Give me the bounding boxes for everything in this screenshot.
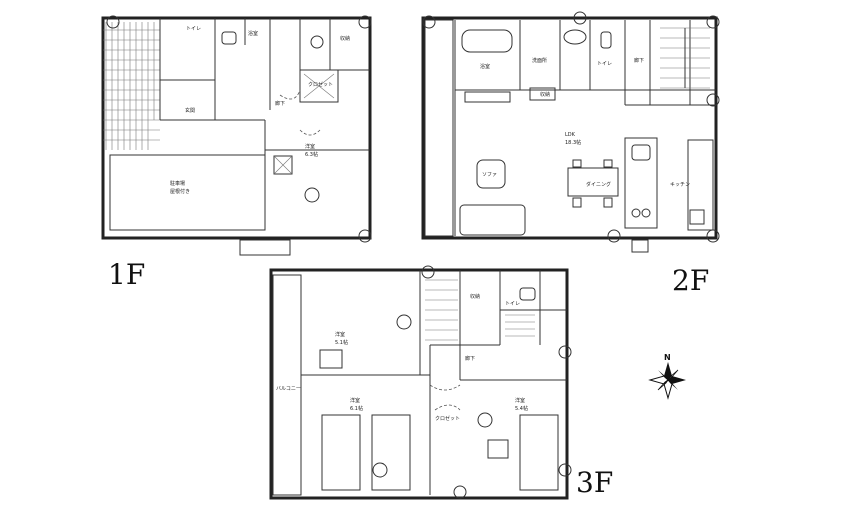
floor1-smoke-detector-icon xyxy=(304,187,320,203)
floor3-closet-label: クロゼット xyxy=(435,415,460,422)
compass-rose-icon: N xyxy=(648,353,686,400)
floor2-dining-table xyxy=(567,167,619,197)
floor1-outer-wall xyxy=(101,16,372,240)
floor1-parking-label: 駐車場 xyxy=(170,180,185,187)
floor2-sofa-table xyxy=(476,159,506,189)
floor2-outdoor-unit xyxy=(631,239,649,253)
floor2-balcony xyxy=(424,19,454,237)
floor2-counter xyxy=(464,91,511,103)
floor3-room-b-size: 6.1帖 xyxy=(350,405,363,412)
floor3-smoke-detector-icon-3 xyxy=(372,462,388,478)
floor2-sofa xyxy=(459,204,526,236)
floor2-stairs xyxy=(660,27,710,89)
floor3-hall-label: 廊下 xyxy=(465,355,475,362)
floor3-toilet-label: トイレ xyxy=(505,301,520,307)
floor2-hall-label: 廊下 xyxy=(634,57,644,64)
floor2-toilet-fixture xyxy=(600,31,612,49)
floor1-parking xyxy=(109,154,266,231)
floor2-kitchen-counter xyxy=(624,137,658,229)
floor2-bathtub xyxy=(461,29,513,53)
floor1-toilet-label: トイレ xyxy=(186,26,201,32)
floor3-outer-wall xyxy=(269,268,569,500)
floor3-plan: 洋室 5.1帖 洋室 6.1帖 洋室 5.4帖 クロゼット 廊下 トイレ 収納 … xyxy=(269,265,572,500)
floor2-chair-1 xyxy=(572,159,582,168)
floor3-bed-1 xyxy=(321,414,361,491)
floor2-sofa-label: ソファ xyxy=(482,172,497,178)
floor1-closet-label: クロゼット xyxy=(308,81,333,88)
floor3-balcony-label: バルコニー xyxy=(276,386,301,392)
floor1-column-marker-icon xyxy=(106,15,120,29)
floor-label-1f: 1F xyxy=(108,258,145,291)
floor2-storage-box xyxy=(529,87,556,101)
floor1-storage-label: 収納 xyxy=(340,35,350,42)
floor2-chair-3 xyxy=(572,197,582,208)
floor2-chair-4 xyxy=(603,197,613,208)
floor3-smoke-detector-icon-2 xyxy=(477,412,493,428)
compass-north-label: N xyxy=(664,353,671,362)
floor2-stove-icon-2 xyxy=(641,208,651,218)
floor2-stove-icon xyxy=(631,208,641,218)
floor3-chair xyxy=(487,439,509,459)
floor2-chair-2 xyxy=(603,159,613,168)
floor2-column-marker-icon-6 xyxy=(573,11,587,25)
floor3-balcony xyxy=(272,274,302,496)
floor2-toilet-label: トイレ xyxy=(597,61,612,67)
floor2-bath-label: 浴室 xyxy=(480,63,490,70)
floor1-hall-label: 廊下 xyxy=(275,100,285,107)
floor2-ldk-size: 18.3帖 xyxy=(565,139,581,146)
floor3-room-c-label: 洋室 xyxy=(515,397,525,404)
floor3-bed-2 xyxy=(371,414,411,491)
floor3-desk xyxy=(319,349,343,369)
floor3-room-a-size: 5.1帖 xyxy=(335,339,348,346)
floor1-entrance-label: 玄関 xyxy=(185,107,195,114)
floor3-room-b-label: 洋室 xyxy=(350,397,360,404)
floor1-column-marker-icon-2 xyxy=(358,15,372,29)
floor1-garage-note: 屋根付き xyxy=(170,188,190,195)
floor2-washroom-label: 洗面所 xyxy=(532,57,547,64)
floor2-column-marker-icon xyxy=(422,15,436,29)
floor1-entry-step xyxy=(239,239,291,256)
floor3-room-c-size: 5.4帖 xyxy=(515,405,528,412)
floor1-column-marker-icon-3 xyxy=(358,229,372,243)
floor2-cupboard xyxy=(687,139,714,231)
floor3-toilet-fixture xyxy=(519,287,536,301)
floor1-plan: 駐車場 屋根付き 浴室 トイレ 収納 玄関 クロゼット 廊下 洋室 6.3帖 xyxy=(101,15,372,256)
floor3-smoke-detector-icon xyxy=(396,314,412,330)
floor1-smoke-detector-icon-2 xyxy=(310,35,324,49)
floor1-toilet-fixture xyxy=(221,31,237,45)
floor3-room-a-label: 洋室 xyxy=(335,331,345,338)
floor3-storage-label: 収納 xyxy=(470,293,480,300)
floor2-ldk-label: LDK xyxy=(565,132,576,138)
floor1-room-label: 洋室 xyxy=(305,143,315,150)
floor3-stairs xyxy=(425,279,535,341)
floor1-room-size: 6.3帖 xyxy=(305,151,318,158)
floor-label-2f: 2F xyxy=(672,264,709,297)
floor2-column-marker-icon-4 xyxy=(706,229,720,243)
floor2-column-marker-icon-3 xyxy=(706,93,720,107)
floor2-sink xyxy=(563,29,587,45)
floor1-parking-hatch xyxy=(103,22,160,150)
floor3-column-marker-icon-2 xyxy=(453,485,467,499)
floor2-kitchen-label: キッチン xyxy=(670,182,690,188)
floor1-stair-block xyxy=(299,69,339,103)
floor2-column-marker-icon-2 xyxy=(706,15,720,29)
floor2-dining-label: ダイニング xyxy=(586,181,611,188)
floor2-storage-label: 収納 xyxy=(540,91,550,98)
floor3-column-marker-icon-3 xyxy=(558,345,572,359)
floor2-outer-wall xyxy=(421,16,718,240)
floor-label-3f: 3F xyxy=(576,466,613,499)
floor2-plan: 浴室 洗面所 トイレ LDK 18.3帖 ソファ ダイニング キッチン 廊下 収… xyxy=(421,11,720,253)
floor2-fridge xyxy=(689,209,705,225)
floor2-column-marker-icon-5 xyxy=(607,229,621,243)
floor3-column-marker-icon-4 xyxy=(558,463,572,477)
floor2-kitchen-sink xyxy=(631,144,651,161)
floor3-column-marker-icon xyxy=(421,265,435,279)
floor1-bath-label: 浴室 xyxy=(248,30,258,37)
floor1-column xyxy=(273,155,293,175)
floor3-bed-3 xyxy=(519,414,559,491)
